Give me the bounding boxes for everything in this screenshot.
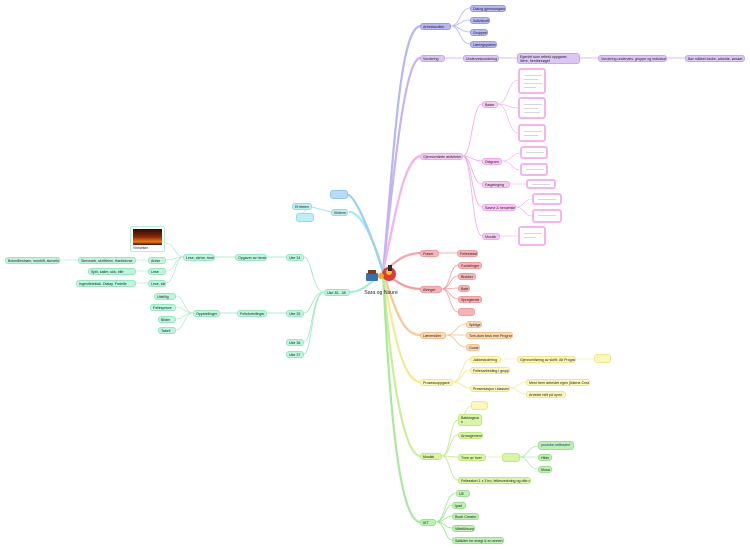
prosess-c2[interactable]: Arbeide hitlt på dyrnr [526,391,566,398]
branch-laeremidler[interactable]: Læremidler [420,332,446,339]
sub-b-2[interactable]: Ingenifetekisk, Dialay, Fortelle [76,280,136,287]
activity-card[interactable] [518,226,546,246]
activity-card[interactable] [518,124,546,142]
sub-a-2[interactable]: Arkse [148,257,166,264]
prosess-a-detail[interactable]: Gjennomføring av skrift. Alt Program [517,356,576,363]
vurdering-detail-3[interactable]: Bør måleet bedre, arbeide, ønsker med [685,55,745,62]
thumbnail-caption: Vinhorsen [133,246,149,250]
kildene-title[interactable]: Et titelen [292,203,312,210]
sub-a-3[interactable]: Lese [148,268,166,275]
gjennomforte-sovne[interactable]: Søvne & hendelsle [482,204,516,211]
sub-a-far[interactable]: Bokmålestrøm, muntlift, skrivelige [5,257,60,264]
branch-gjennomforte[interactable]: Gjennomførte aktiviteter [420,153,463,160]
ovinger-item-2[interactable]: Blokker [458,273,476,280]
uke-37[interactable]: Uke 37 [286,351,304,358]
cyan-empty-node[interactable] [296,213,314,222]
arbeidsmaler-item-1[interactable]: Dialog gjennomgang [470,5,506,12]
activity-card[interactable] [518,97,546,119]
musikk-item-2[interactable]: Arrangement [458,432,483,439]
laeremidler-item-2[interactable]: Tom-dom bruk ene Program [466,332,513,339]
uke35-child[interactable]: Fellofortellinger [237,310,267,317]
sub-c-3[interactable]: Bilder [158,316,176,323]
musikk-tvee-3[interactable]: Musa [538,466,552,473]
prosess-b[interactable]: Fellesarbeiding i grupper [470,367,510,374]
branch-prosessoppgave[interactable]: Prosessoppgave [420,379,453,386]
sub-b-3[interactable]: Lese, skrive, teori [148,280,166,287]
uke-34[interactable]: Uke 34 [286,254,304,261]
musikk-tvee-2[interactable]: Hilde [538,454,552,461]
activity-card[interactable] [532,209,562,223]
branch-arbeidsmaler[interactable]: Arbeidsmåter [420,23,451,30]
prosess-c1[interactable]: Mest frem arbeidet egen (ikkene Creative… [526,379,590,386]
branch-vurdering[interactable]: Vurdering [420,55,445,62]
musikk-item-3[interactable]: Tvee av hver [458,454,486,461]
activity-card[interactable] [520,163,548,176]
activity-card[interactable] [532,193,562,205]
activity-card[interactable] [518,68,546,94]
arbeidsmaler-item-2[interactable]: Individuelt [470,17,490,24]
fraser-child[interactable]: Fellestekst [457,250,478,257]
gjennomforte-boker[interactable]: Bøker [482,101,498,108]
ikt-item-2[interactable]: Ipad [452,502,466,509]
branch-musikk[interactable]: Musikk [420,453,442,460]
ikt-item-3[interactable]: Book Creator [452,513,479,520]
sub-a-1[interactable]: Skrivearb, skrifttrinn. Hankkevse [78,257,136,264]
gjennomforte-fargeleging[interactable]: Fargeleging [482,181,510,188]
laeremidler-item-1[interactable]: Spillige [466,321,482,328]
prosess-empty-node[interactable] [594,354,611,363]
sub-c-2[interactable]: Fellesprove [150,304,176,311]
ovinger-empty-node[interactable] [458,308,475,316]
prosess-c[interactable]: Presentasjon i klassen [470,385,510,392]
branch-ukegrupper[interactable]: Uke 35 - 38 [324,289,350,296]
ikt-item-1[interactable]: UE [456,490,470,497]
sub-c-4[interactable]: Tabell [158,327,176,334]
uke34-child[interactable]: Opgaver av henta [235,254,267,261]
gjennomforte-diagram[interactable]: Diagram [482,158,502,165]
vurdering-detail[interactable]: Egenlet som reflekt oppgaver, litere, he… [517,53,580,64]
branch-ikt[interactable]: IKT [420,519,436,526]
musikk-empty-node[interactable] [471,401,488,410]
ovinger-item-4[interactable]: Spreglende [458,296,482,303]
branch-kildene[interactable]: Kildene [331,209,348,216]
musikk-item-1[interactable]: Bakkingsra n [458,414,482,426]
vurdering-child[interactable]: Underveisvurdering [463,55,499,62]
sub-b-1[interactable]: Spill, kaller, ukk, bilfr [88,268,136,275]
ikt-item-4[interactable]: Vitteführung [452,525,475,532]
sub-c-1[interactable]: Utstillig [154,293,176,300]
central-label: Sara og Nsure [364,290,398,296]
fire-image-icon [133,229,162,245]
uke-36[interactable]: Uke 36 [286,339,304,346]
uke35-grandchild[interactable]: Oppstellinger [193,310,220,317]
laeremidler-item-3[interactable]: Guide [466,344,480,351]
musikk-item-4[interactable]: Fellesstort 1 x 3 tro, fellesverkning og… [458,477,531,484]
gjennomforte-musikk[interactable]: Musikk [482,233,500,240]
sky-empty-node[interactable] [330,190,348,199]
central-illustration-icon [366,265,396,281]
arbeidsmaler-item-3[interactable]: Gruppeer [470,29,488,36]
ovinger-item-1[interactable]: Fordelinger [458,262,482,269]
activity-card[interactable] [520,146,548,159]
activity-card[interactable] [526,179,556,189]
ikt-item-5[interactable]: Søkkiter for enegi & en annen [452,537,504,544]
vurdering-detail-2[interactable]: Vurdering underveis, gruppe og individue… [598,55,667,62]
ovinger-item-3[interactable]: Bøle [458,285,470,292]
branch-ovinger[interactable]: Øvinger [420,286,442,293]
prosess-a[interactable]: Jakkestudering [470,356,501,363]
branch-fraser[interactable]: Fraser [420,250,439,257]
arbeidsmaler-item-4[interactable]: Læringspartner [470,41,497,48]
musikk-link[interactable]: youtube-nettssted [538,441,574,450]
thumbnail-image[interactable]: Vinhorsen [130,226,165,252]
uke34-grandchild[interactable]: Lese, skrive, teori [183,254,215,261]
musikk-empty-node-2[interactable] [502,453,520,462]
uke-35[interactable]: Uke 35 [286,310,304,317]
central-topic[interactable]: Sara og Nsure [358,262,404,296]
